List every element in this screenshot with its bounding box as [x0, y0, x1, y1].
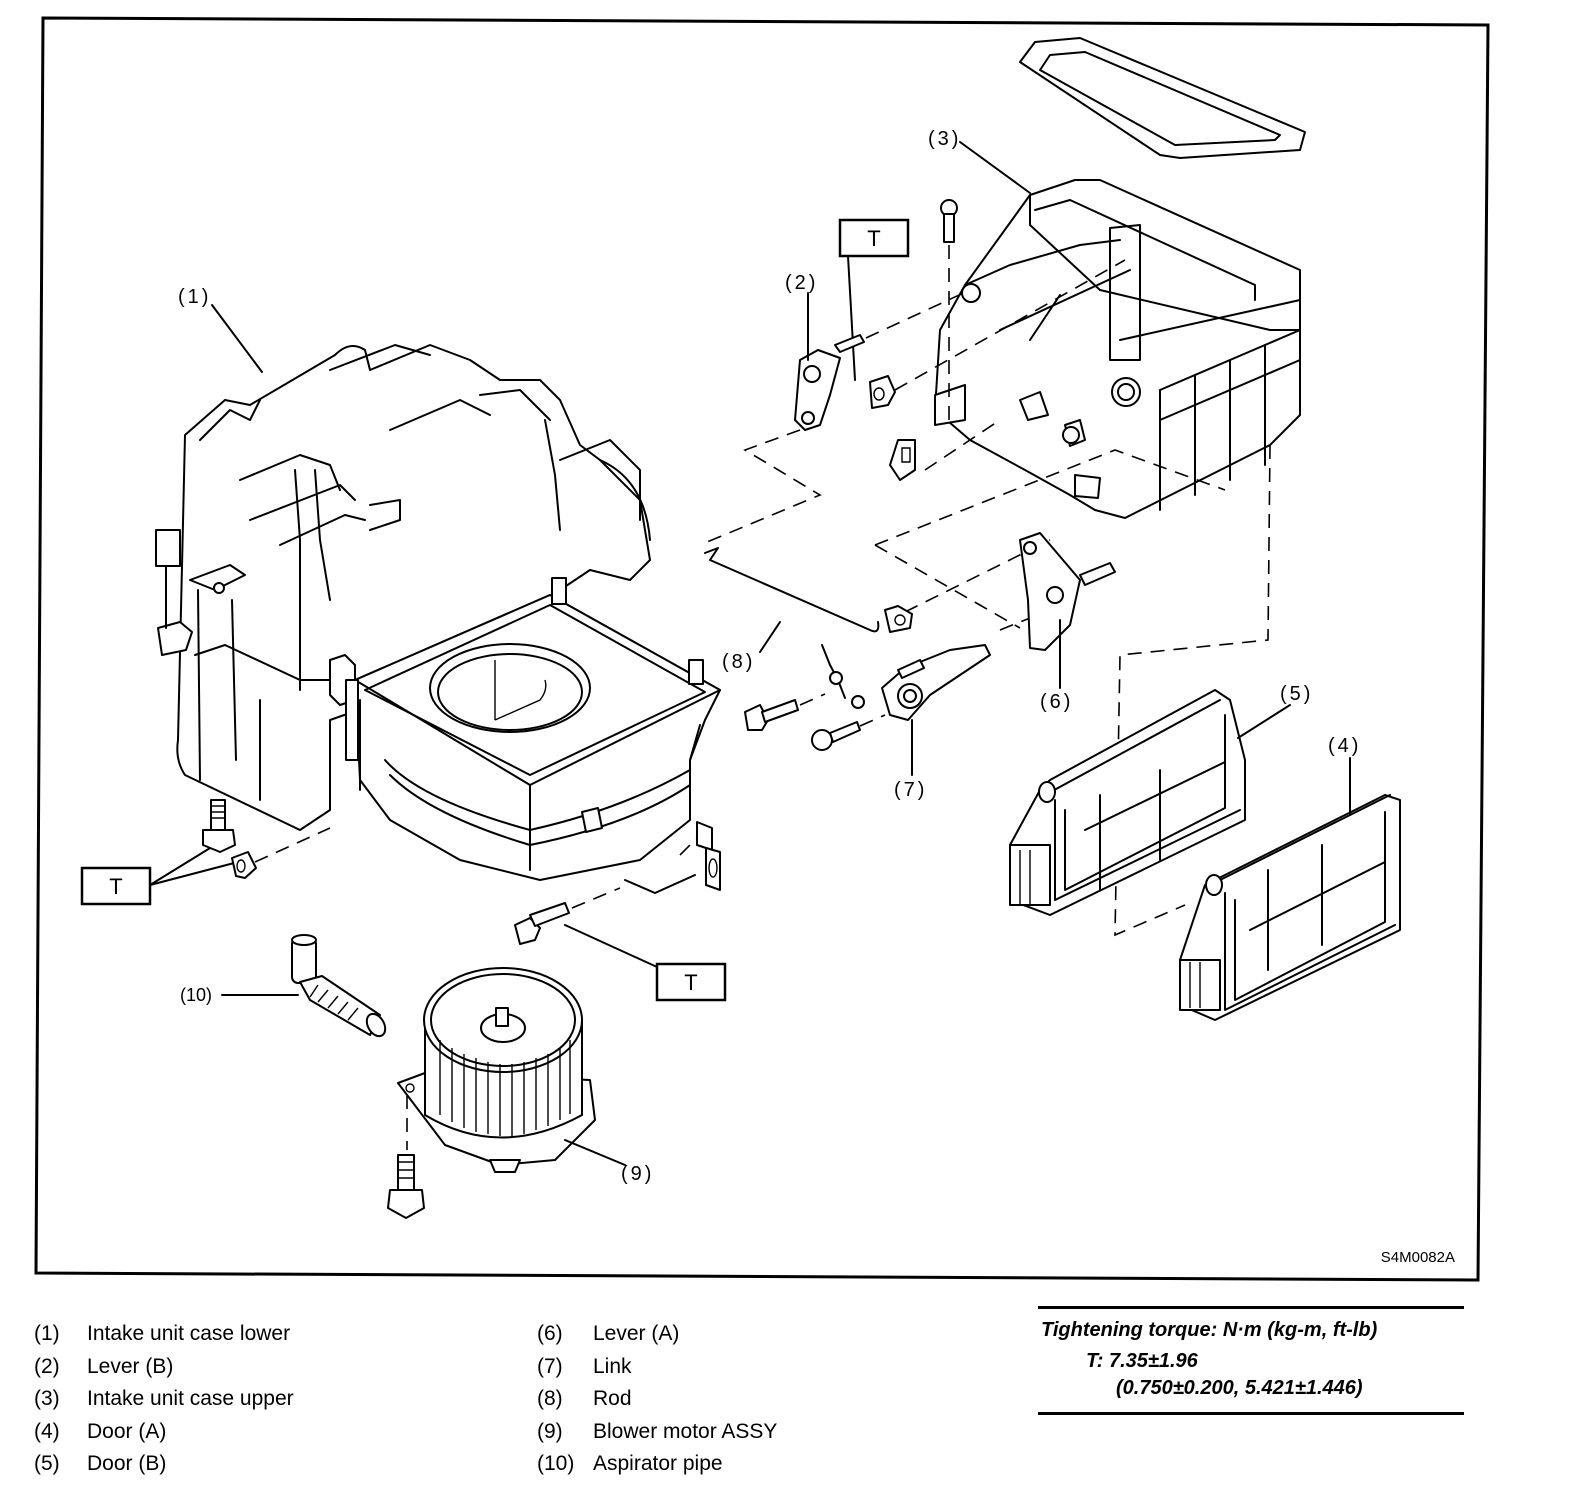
parts-legend-right: (6)Lever (A) (7)Link (8)Rod (9)Blower mo… — [537, 1318, 777, 1481]
callout-9: (9) — [621, 1163, 654, 1185]
figure-frame — [34, 16, 1490, 1282]
callout-3: (3) — [928, 128, 961, 150]
clip — [889, 419, 1001, 481]
legend-item: (9)Blower motor ASSY — [537, 1419, 778, 1443]
screw — [940, 199, 958, 420]
door-a — [1179, 757, 1401, 1021]
blower-motor-assy — [387, 967, 626, 1219]
torque-conversion: (0.750±0.200, 5.421±1.446) — [1116, 1377, 1363, 1399]
legend-item: (6)Lever (A) — [537, 1322, 680, 1345]
mounting-bracket — [624, 821, 721, 894]
legend-item: (4)Door (A) — [34, 1419, 167, 1443]
link — [881, 644, 991, 776]
legend-item: (8)Rod — [537, 1387, 632, 1410]
connector — [884, 605, 913, 633]
torque-spec-box: Tightening torque: N·m (kg-m, ft-lb) T: … — [1038, 1306, 1464, 1415]
parts-legend-left: (1)Intake unit case lower (2)Lever (B) (… — [34, 1318, 294, 1481]
divider — [1038, 1412, 1464, 1415]
callout-2: (2) — [785, 272, 818, 294]
lever-b — [794, 289, 971, 431]
torque-marker-text: T — [109, 874, 122, 899]
torque-marker-text: T — [867, 226, 880, 251]
intake-unit-case-lower — [155, 344, 651, 831]
callout-1: (1) — [178, 286, 211, 308]
exploded-diagram: T T — [34, 16, 1490, 1282]
torque-marker-text: T — [684, 970, 697, 995]
callout-6: (6) — [1040, 691, 1073, 713]
intake-unit-case-upper — [934, 37, 1306, 519]
door-b — [1009, 689, 1291, 916]
torque-callout-top: T — [838, 218, 1126, 409]
legend-item: (1)Intake unit case lower — [34, 1322, 291, 1345]
rod — [704, 547, 880, 653]
bolt — [744, 693, 826, 731]
screw — [811, 714, 886, 751]
legend-item: (7)Link — [537, 1354, 632, 1378]
blower-housing — [329, 577, 721, 881]
legend-item: (2)Lever (B) — [34, 1354, 174, 1378]
callout-7: (7) — [894, 779, 927, 801]
legend-item: (10)Aspirator pipe — [537, 1452, 723, 1475]
torque-callout-bottom: T — [514, 887, 727, 1002]
callout-10: (10) — [180, 985, 212, 1005]
spring — [821, 644, 865, 709]
figure-id: S4M0082A — [1381, 1249, 1455, 1266]
divider — [1038, 1306, 1464, 1309]
legend-item: (5)Door (B) — [34, 1452, 167, 1475]
legend-item: (3)Intake unit case upper — [34, 1387, 294, 1410]
callout-4: (4) — [1328, 735, 1361, 757]
callout-5: (5) — [1280, 683, 1313, 705]
callout-8: (8) — [722, 651, 755, 673]
torque-callout-left: T — [80, 799, 331, 906]
lever-a — [1019, 532, 1116, 689]
torque-value: T: 7.35±1.96 — [1086, 1350, 1198, 1372]
torque-title: Tightening torque: N·m (kg-m, ft-lb) — [1041, 1319, 1378, 1341]
assembly-guide-lines — [699, 429, 1271, 937]
aspirator-pipe — [291, 934, 387, 1038]
